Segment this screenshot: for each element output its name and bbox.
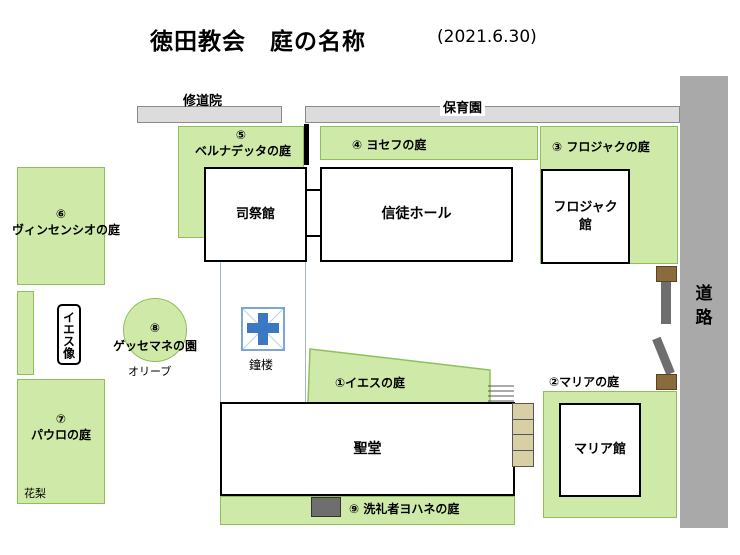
garden-maria-label: ②マリアの庭 (549, 375, 620, 389)
garden-frojac-label: ③ フロジャクの庭 (552, 140, 650, 154)
garden-bernadette-label: ⑤ ベルナデッタの庭 (178, 127, 304, 159)
road-label-line2: 路 (695, 308, 713, 328)
connector-top (307, 189, 321, 191)
shudoin-label: 修道院 (183, 94, 223, 109)
garden-paulo-label: ⑦ パウロの庭 (17, 411, 105, 443)
shudoin-wall (137, 106, 282, 123)
path-line-left (220, 262, 221, 402)
building-maria-kan: マリア館 (559, 403, 641, 497)
gate-post-upper (656, 266, 677, 282)
steps (488, 385, 514, 402)
garden-gethsemane-label: ⑧ ゲッセマネの園 (95, 319, 215, 355)
gate-bar-upper (661, 282, 671, 324)
garden-gethsemane-name: ゲッセマネの園 (112, 339, 197, 353)
garden-vincentio-number: ⑥ (55, 207, 67, 221)
hoikuen-wall (305, 106, 680, 123)
baptism-font (311, 497, 341, 517)
building-shinto-hall: 信徒ホール (320, 167, 513, 262)
path-line-right (305, 262, 306, 402)
building-shisaikan: 司祭館 (204, 167, 307, 262)
quince-label: 花梨 (24, 487, 46, 500)
hoikuen-label: 保育園 (440, 97, 486, 116)
garden-paulo-name: パウロの庭 (30, 428, 91, 442)
black-divider (304, 124, 309, 165)
building-frojac-line1: フロジャク (553, 199, 618, 215)
garden-john-baptist-label: ⑨ 洗礼者ヨハネの庭 (349, 502, 460, 516)
garden-bernadette-name: ベルナデッタの庭 (194, 144, 291, 158)
garden-vincentio-name: ヴィンセンシオの庭 (12, 223, 121, 237)
road (680, 76, 728, 528)
garden-gethsemane (123, 298, 187, 362)
building-frojac: フロジャク 館 (541, 169, 630, 264)
road-label: 道 路 (680, 282, 728, 330)
bell-tower-icon (241, 307, 285, 351)
garden-gethsemane-number: ⑧ (149, 321, 161, 335)
garden-bernadette-number: ⑤ (235, 128, 247, 142)
garden-joseph (320, 126, 538, 160)
road-label-line1: 道 (695, 284, 713, 304)
garden-paulo (17, 379, 105, 504)
seido-annex (512, 403, 534, 467)
garden-joseph-label: ④ ヨセフの庭 (352, 138, 427, 152)
garden-vincentio-label: ⑥ ヴィンセンシオの庭 (12, 206, 121, 238)
gate-post-lower (656, 374, 677, 390)
jesus-statue: イエス像 (57, 304, 81, 365)
page-title: 徳田教会 庭の名称 (150, 29, 366, 55)
title-date: (2021.6.30) (437, 27, 537, 47)
garden-jesus-label: ①イエスの庭 (335, 376, 406, 390)
building-frojac-line2: 館 (578, 217, 592, 233)
garden-vincentio (17, 167, 105, 285)
building-seido: 聖堂 (220, 402, 515, 496)
connector-bottom (307, 235, 321, 237)
bell-tower-label: 鐘楼 (249, 358, 274, 372)
garden-paulo-number: ⑦ (55, 412, 67, 426)
garden-john-baptist (220, 496, 515, 525)
olive-label: オリーブ (128, 365, 172, 378)
garden-strip (17, 291, 34, 375)
gate-bar-lower (652, 336, 675, 376)
